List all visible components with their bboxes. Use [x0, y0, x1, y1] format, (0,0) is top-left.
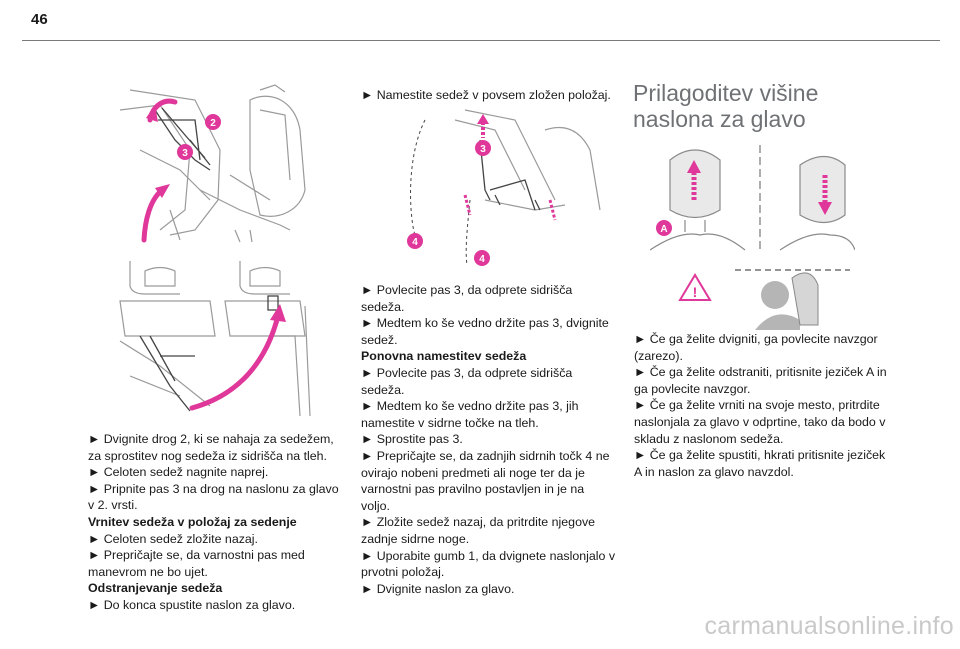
paragraph: ► Če ga želite spustiti, hkrati pritisni… — [634, 448, 886, 479]
header-rule — [22, 40, 940, 41]
paragraph: ► Zložite sedež nazaj, da pritrdite njeg… — [361, 515, 596, 546]
column-2-intro: ► Namestite sedež v povsem zložen položa… — [361, 87, 621, 104]
paragraph: ► Dvignite naslon za glavo. — [361, 581, 515, 596]
paragraph: ► Če ga želite vrniti na svoje mesto, pr… — [634, 398, 886, 446]
heading-line-1: Prilagoditev višine — [633, 80, 819, 106]
callout-A: A — [660, 224, 667, 235]
callout-4a: 4 — [412, 237, 418, 248]
callout-3b: 3 — [480, 144, 486, 155]
heading-line-2: naslona za glavo — [633, 106, 806, 132]
callout-4b: 4 — [479, 254, 485, 265]
paragraph: ► Uporabite gumb 1, da dvignete naslonja… — [361, 548, 616, 580]
column-3-text: ► Če ga želite dvigniti, ga povlecite na… — [634, 331, 892, 480]
paragraph: ► Namestite sedež v povsem zložen položa… — [361, 88, 611, 102]
paragraph: ► Pripnite pas 3 na drog na naslonu za g… — [88, 481, 339, 513]
paragraph: ► Če ga želite odstraniti, pritisnite je… — [634, 365, 887, 396]
subheading: Odstranjevanje sedeža — [88, 581, 223, 596]
svg-text:!: ! — [693, 284, 698, 300]
paragraph: ► Sprostite pas 3. — [361, 432, 463, 447]
paragraph: ► Do konca spustite naslon za glavo. — [88, 597, 296, 612]
paragraph: ► Celoten sedež nagnite naprej. — [88, 465, 269, 480]
paragraph: ► Medtem ko še vedno držite pas 3, dvign… — [361, 316, 609, 347]
watermark: carmanualsonline.info — [704, 612, 954, 640]
column-1-text: ► Dvignite drog 2, ki se nahaja za sedež… — [88, 431, 343, 614]
belt-hook-illustration — [119, 261, 311, 417]
seat-fold-illustration: 2 3 — [119, 84, 306, 243]
headrest-illustration: A ! — [650, 145, 855, 330]
seat-anchors-illustration: 3 4 4 — [407, 109, 601, 266]
column-2-text: ► Povlecite pas 3, da odprete sidrišča s… — [361, 282, 616, 597]
paragraph: ► Povlecite pas 3, da odprete sidrišča s… — [361, 283, 573, 314]
paragraph: ► Celoten sedež zložite nazaj. — [88, 531, 258, 546]
paragraph: ► Dvignite drog 2, ki se nahaja za sedež… — [88, 432, 334, 463]
paragraph: ► Povlecite pas 3, da odprete sidrišča s… — [361, 365, 573, 397]
paragraph: ► Medtem ko še vedno držite pas 3, jih n… — [361, 399, 579, 430]
paragraph: ► Če ga želite dvigniti, ga povlecite na… — [634, 332, 878, 363]
callout-3: 3 — [182, 148, 188, 159]
subheading: Vrnitev sedeža v položaj za sedenje — [88, 514, 297, 529]
paragraph: ► Prepričajte se, da zadnjih sidrnih toč… — [361, 448, 610, 513]
page-number: 46 — [31, 11, 48, 28]
paragraph: ► Prepričajte se, da varnostni pas med m… — [88, 548, 305, 579]
callout-2: 2 — [210, 118, 216, 129]
subheading: Ponovna namestitev sedeža — [361, 349, 527, 364]
section-heading: Prilagoditev višine naslona za glavo — [633, 80, 933, 132]
